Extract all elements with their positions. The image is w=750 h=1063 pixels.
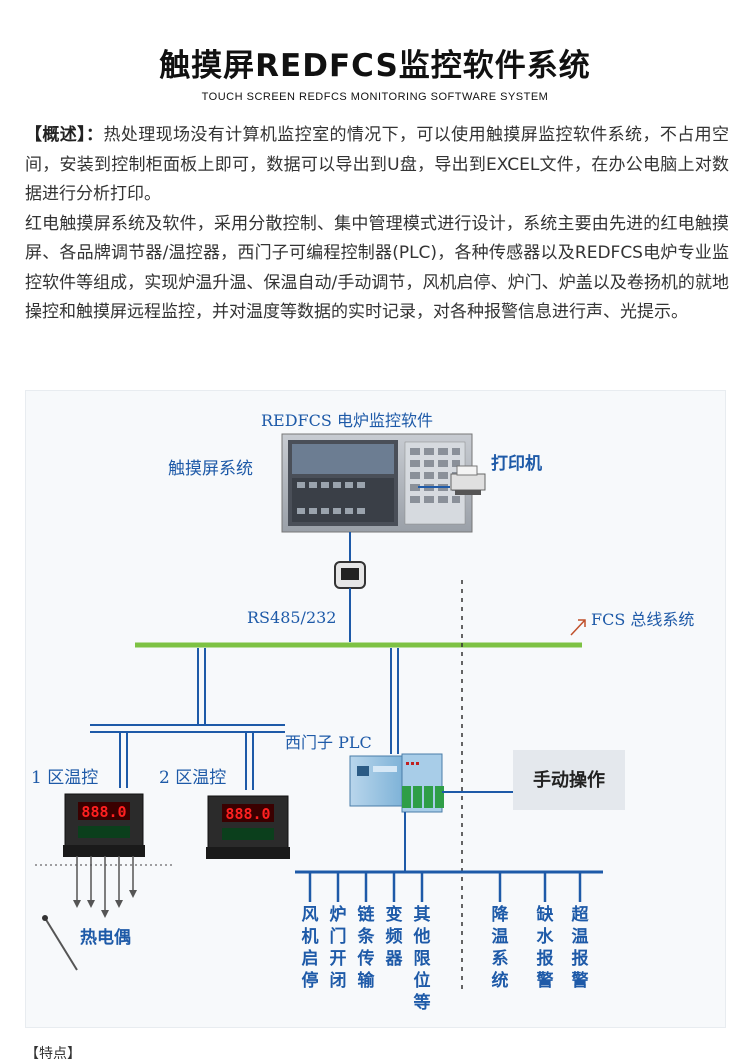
zone1-controller [63,793,145,857]
printer-icon [450,465,486,495]
page-subtitle: TOUCH SCREEN REDFCS MONITORING SOFTWARE … [201,91,549,103]
manual-operation-box [513,750,625,810]
output-label: 其他限位等 [413,904,431,1013]
touchscreen-device [281,433,473,533]
footer-fragment: 【特点】 [25,1046,81,1062]
output-label: 风机启停 [302,905,319,991]
manual-operation-label: 手动操作 [533,769,605,791]
zone1-label: 1 区温控 [31,768,98,788]
printer-label: 打印机 [491,453,542,474]
intro-text-1: 热处理现场没有计算机监控室的情况下，可以使用触摸屏监控软件系统，不占用空间，安装… [25,125,729,204]
plc-device [349,753,444,813]
output-label: 超温报警 [571,904,590,991]
thermocouple-icon [42,915,78,971]
thermocouple-label: 热电偶 [80,927,131,948]
touchscreen-label: 触摸屏系统 [168,459,253,479]
plc-label: 西门子 PLC [285,733,372,752]
converter-icon [334,561,366,589]
rs485-label: RS485/232 [247,608,336,627]
zone2-controller [206,795,290,859]
software-label: REDFCS 电炉监控软件 [261,411,433,430]
output-label: 链条传输 [357,904,376,991]
zone2-label: 2 区温控 [159,768,226,788]
output-label: 变频器 [385,904,404,969]
output-label: 降温系统 [492,904,510,991]
output-label: 缺水报警 [536,904,555,991]
output-label: 炉门开闭 [330,904,347,991]
intro-paragraph-2: 红电触摸屏系统及软件，采用分散控制、集中管理模式进行设计，系统主要由先进的红电触… [25,213,729,323]
zone2-display: 888.0 [225,805,270,823]
system-diagram: REDFCS 电炉监控软件 触摸屏系统 打印机 RS485/232 FCS 总线… [25,390,726,1028]
diagram-svg: REDFCS 电炉监控软件 触摸屏系统 打印机 RS485/232 FCS 总线… [31,411,694,1013]
page-title: 触摸屏REDFCS监控软件系统 [159,48,591,84]
zone1-display: 888.0 [81,803,126,821]
fcs-label: FCS 总线系统 [591,610,694,629]
intro-paragraph-1: 【概述】：热处理现场没有计算机监控室的情况下，可以使用触摸屏监控软件系统，不占用… [25,121,729,210]
intro-label: 【概述】： [25,125,104,145]
intro-section: 【概述】：热处理现场没有计算机监控室的情况下，可以使用触摸屏监控软件系统，不占用… [25,121,729,328]
